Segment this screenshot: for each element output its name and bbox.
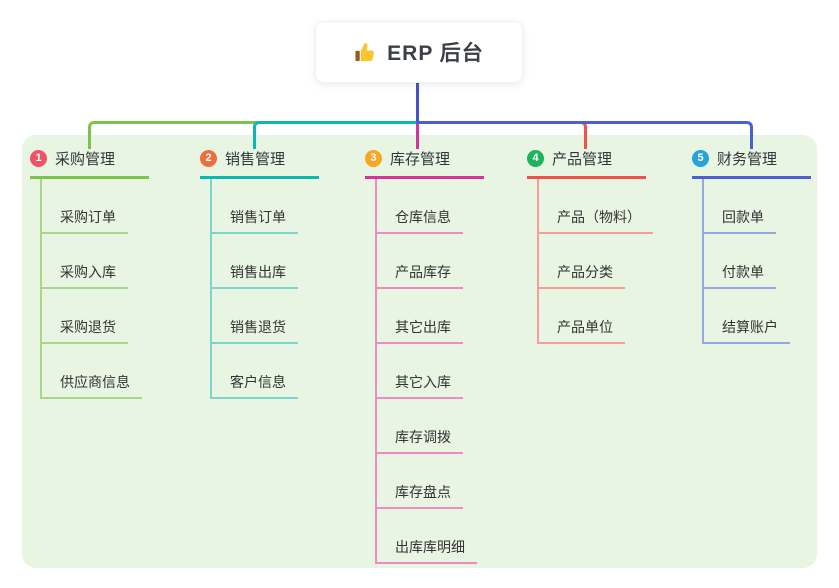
branch-3-label: 库存管理	[390, 151, 451, 168]
branch-3-header[interactable]: 3 库存管理	[365, 148, 484, 179]
child-node-label: 其它入库	[377, 372, 463, 399]
child-node-label: 出库库明细	[377, 537, 477, 564]
child-node-label: 结算账户	[704, 317, 790, 344]
branch-2-children: 销售订单销售出库销售退货客户信息	[210, 179, 298, 399]
branch-5-item[interactable]: 回款单	[704, 179, 790, 234]
root-node[interactable]: ERP 后台	[315, 21, 523, 83]
child-node-label: 付款单	[704, 262, 776, 289]
thumbs-up-icon	[354, 41, 377, 64]
branch-4-children: 产品（物料） 产品分类产品单位	[537, 179, 653, 344]
child-node-label: 供应商信息	[42, 372, 142, 399]
child-node-label: 其它出库	[377, 317, 463, 344]
branch-1-item[interactable]: 采购退货	[42, 289, 142, 344]
branch-2-item[interactable]: 销售退货	[212, 289, 298, 344]
branch-3: 3 库存管理仓库信息产品库存其它出库其它入库库存调拨库存盘点出库库明细	[365, 148, 484, 564]
branch-1-badge: 1	[30, 150, 47, 167]
child-node-label: 产品（物料）	[539, 207, 653, 234]
branch-4-label: 产品管理	[552, 151, 613, 168]
branch-3-item[interactable]: 库存盘点	[377, 454, 477, 509]
branch-4-header[interactable]: 4 产品管理	[527, 148, 646, 179]
branch-2-item[interactable]: 客户信息	[212, 344, 298, 399]
child-node-label: 库存调拨	[377, 427, 463, 454]
child-node-label: 采购入库	[42, 262, 128, 289]
branch-1-item[interactable]: 供应商信息	[42, 344, 142, 399]
branch-5-label: 财务管理	[717, 151, 778, 168]
child-node-label: 客户信息	[212, 372, 298, 399]
branch-2-item[interactable]: 销售订单	[212, 179, 298, 234]
branch-3-children: 仓库信息产品库存其它出库其它入库库存调拨库存盘点出库库明细	[375, 179, 477, 564]
branch-5-badge: 5	[692, 150, 709, 167]
branches-panel	[22, 135, 817, 568]
branch-4-item[interactable]: 产品分类	[539, 234, 653, 289]
branch-3-item[interactable]: 库存调拨	[377, 399, 477, 454]
branch-2-badge: 2	[200, 150, 217, 167]
branch-3-item[interactable]: 产品库存	[377, 234, 477, 289]
branch-3-item[interactable]: 其它出库	[377, 289, 477, 344]
branch-5-item[interactable]: 结算账户	[704, 289, 790, 344]
branch-2-label: 销售管理	[225, 151, 286, 168]
branch-1-children: 采购订单采购入库采购退货供应商信息	[40, 179, 142, 399]
branch-1-label: 采购管理	[55, 151, 116, 168]
child-node-label: 产品库存	[377, 262, 463, 289]
branch-2-connector	[253, 121, 419, 149]
child-node-label: 销售退货	[212, 317, 298, 344]
child-node-label: 采购退货	[42, 317, 128, 344]
branch-3-item[interactable]: 仓库信息	[377, 179, 477, 234]
child-node-label: 产品分类	[539, 262, 625, 289]
branch-3-item[interactable]: 出库库明细	[377, 509, 477, 564]
branch-1-header[interactable]: 1 采购管理	[30, 148, 149, 179]
branch-5-header[interactable]: 5 财务管理	[692, 148, 811, 179]
branch-3-item[interactable]: 其它入库	[377, 344, 477, 399]
child-node-label: 采购订单	[42, 207, 128, 234]
child-node-label: 销售订单	[212, 207, 298, 234]
branch-4-badge: 4	[527, 150, 544, 167]
branch-2: 2 销售管理销售订单销售出库销售退货客户信息	[200, 148, 319, 399]
branch-4: 4 产品管理产品（物料） 产品分类产品单位	[527, 148, 653, 344]
root-label: ERP 后台	[387, 42, 484, 65]
branch-5: 5 财务管理回款单付款单结算账户	[692, 148, 811, 344]
branch-2-header[interactable]: 2 销售管理	[200, 148, 319, 179]
branch-1-item[interactable]: 采购入库	[42, 234, 142, 289]
trunk-connector	[416, 83, 419, 124]
child-node-label: 回款单	[704, 207, 776, 234]
child-node-label: 销售出库	[212, 262, 298, 289]
child-node-label: 库存盘点	[377, 482, 463, 509]
branch-3-badge: 3	[365, 150, 382, 167]
branch-1: 1 采购管理采购订单采购入库采购退货供应商信息	[30, 148, 149, 399]
branch-5-children: 回款单付款单结算账户	[702, 179, 790, 344]
branch-4-item[interactable]: 产品（物料）	[539, 179, 653, 234]
branch-1-item[interactable]: 采购订单	[42, 179, 142, 234]
branch-3-connector	[416, 124, 419, 149]
branch-5-item[interactable]: 付款单	[704, 234, 790, 289]
branch-5-connector	[416, 121, 753, 149]
branch-4-item[interactable]: 产品单位	[539, 289, 653, 344]
branch-2-item[interactable]: 销售出库	[212, 234, 298, 289]
child-node-label: 产品单位	[539, 317, 625, 344]
child-node-label: 仓库信息	[377, 207, 463, 234]
